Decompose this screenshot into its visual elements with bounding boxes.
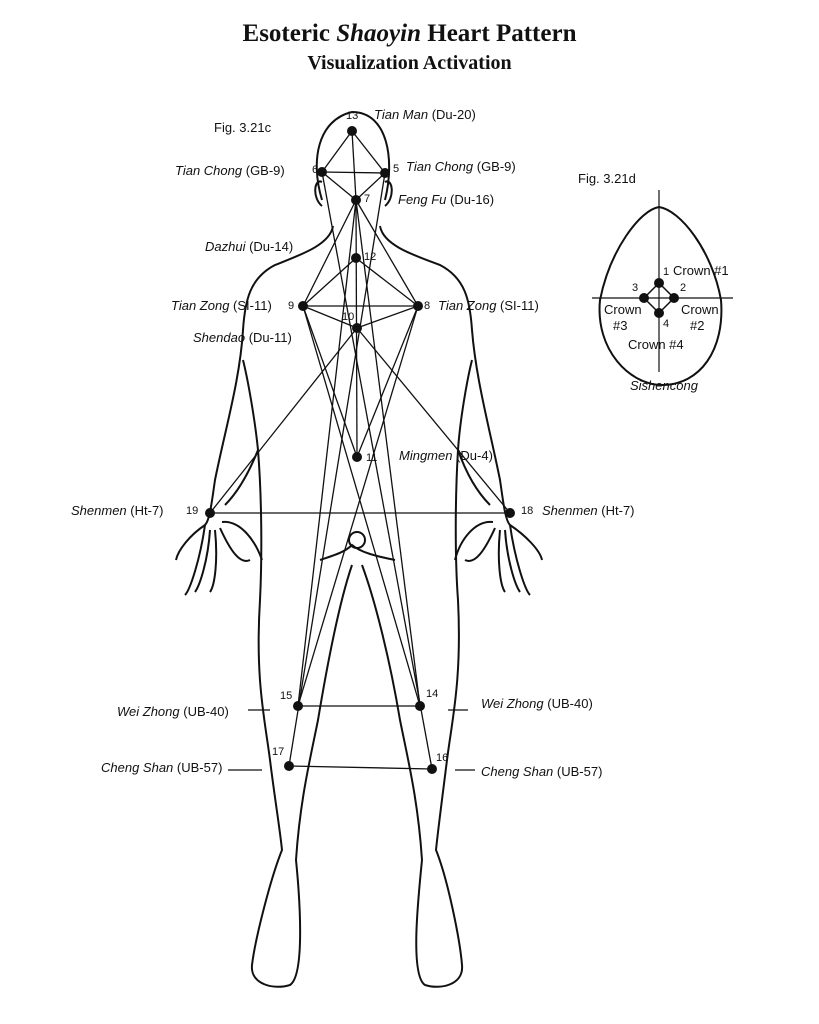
point-number: 11 <box>366 452 378 464</box>
point-label: Tian Zong (SI-11) <box>438 298 539 313</box>
point-label: Cheng Shan (UB-57) <box>101 760 223 775</box>
point-number: 18 <box>521 505 534 517</box>
fig-label-c: Fig. 3.21c <box>214 120 272 135</box>
crown-number: 2 <box>680 282 687 294</box>
point-number: 8 <box>424 300 431 312</box>
point-label: Tian Man (Du-20) <box>374 107 476 122</box>
crown-label: #3 <box>613 318 628 333</box>
point-label: Shenmen (Ht-7) <box>542 503 635 518</box>
point-label: Cheng Shan (UB-57) <box>481 764 603 779</box>
point-label: Wei Zhong (UB-40) <box>117 704 229 719</box>
point-number: 9 <box>288 300 295 312</box>
crown-caption: Sishencong <box>630 378 698 393</box>
point-label: Dazhui (Du-14) <box>205 239 294 254</box>
point-number: 17 <box>272 746 285 758</box>
body-outline <box>175 110 543 988</box>
point-number: 6 <box>312 164 319 176</box>
crown-number: 4 <box>663 318 670 330</box>
crown-diagram <box>592 190 733 387</box>
point-label: Shenmen (Ht-7) <box>71 503 164 518</box>
point-label: Feng Fu (Du-16) <box>398 192 495 207</box>
point-number: 16 <box>436 752 449 764</box>
point-number: 15 <box>280 690 293 702</box>
fig-label-d: Fig. 3.21d <box>578 171 636 186</box>
diagram-subtitle: Visualization Activation <box>307 52 512 74</box>
point-number: 7 <box>364 193 371 205</box>
crown-label: Crown #1 <box>673 263 729 278</box>
point-number: 14 <box>426 688 439 700</box>
point-label: Tian Zong (SI-11) <box>171 298 272 313</box>
crown-number: 3 <box>632 282 639 294</box>
crown-label: Crown <box>681 302 719 317</box>
point-label: Tian Chong (GB-9) <box>175 163 285 178</box>
diagram-title: Esoteric Shaoyin Heart Pattern <box>242 20 577 47</box>
point-number: 12 <box>364 251 377 263</box>
acupoints <box>205 126 515 774</box>
crown-number: 1 <box>663 266 670 278</box>
point-number: 10 <box>342 311 355 323</box>
point-label: Tian Chong (GB-9) <box>406 159 516 174</box>
point-number: 5 <box>393 163 400 175</box>
point-label: Shendao (Du-11) <box>193 330 292 345</box>
crown-label: Crown #4 <box>628 337 684 352</box>
point-label: Wei Zhong (UB-40) <box>481 696 593 711</box>
point-number: 13 <box>346 110 359 122</box>
point-label: Mingmen (Du-4) <box>399 448 493 463</box>
point-number: 19 <box>186 505 199 517</box>
crown-label: Crown <box>604 302 642 317</box>
crown-label: #2 <box>690 318 705 333</box>
